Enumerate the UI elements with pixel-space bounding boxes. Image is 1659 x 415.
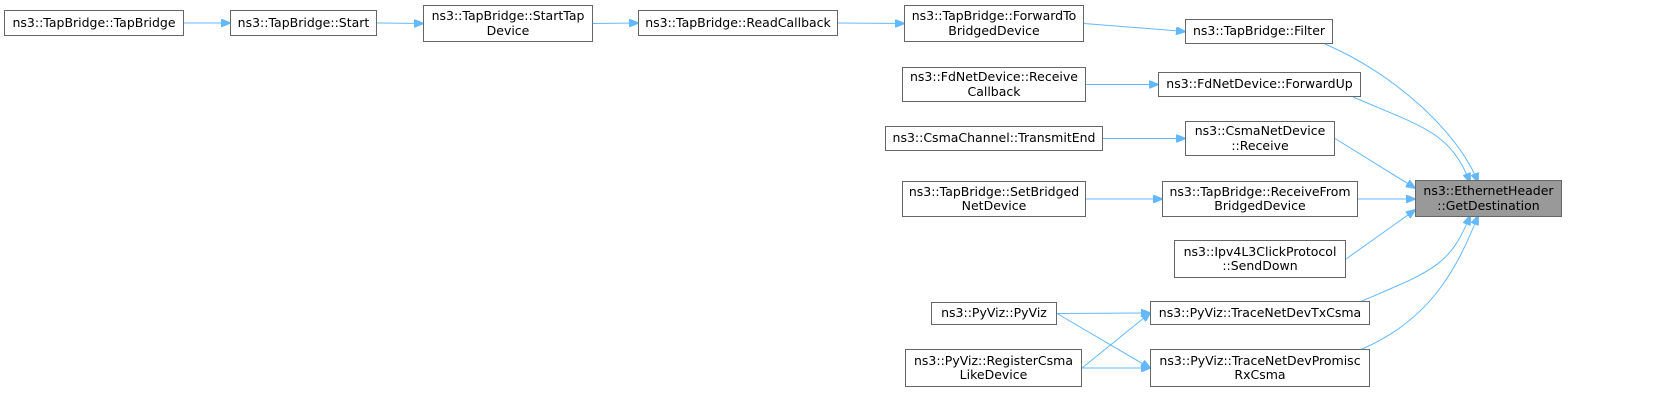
edge-pyviz-tracenetdevpromiscrxcsma-to-ethernetheader-getdestination xyxy=(1361,216,1478,350)
node-tapbridge-forwardtobridgeddevice[interactable]: ns3::TapBridge::ForwardTo BridgedDevice xyxy=(904,5,1084,42)
edge-tapbridge-readcallback-to-tapbridge-forwardtobridgeddevice xyxy=(837,23,904,24)
edge-pyviz-registercsmalikedevice-to-pyviz-tracenetdevtxcsma xyxy=(1081,313,1150,369)
node-csmanetdevice-receive[interactable]: ns3::CsmaNetDevice ::Receive xyxy=(1185,121,1335,156)
edge-pyviz-ctor-to-pyviz-tracenetdevtxcsma xyxy=(1056,313,1150,314)
node-label: ns3::TapBridge::ReceiveFrom BridgedDevic… xyxy=(1169,183,1351,213)
edge-fdnetdevice-forwardup-to-ethernetheader-getdestination xyxy=(1352,96,1470,182)
node-tapbridge-setbridgednetdevice[interactable]: ns3::TapBridge::SetBridged NetDevice xyxy=(902,181,1086,217)
node-label: ns3::TapBridge::ForwardTo BridgedDevice xyxy=(911,8,1077,38)
node-label: ns3::PyViz::TraceNetDevPromisc RxCsma xyxy=(1159,352,1361,382)
edge-csmanetdevice-receive-to-ethernetheader-getdestination xyxy=(1334,138,1415,189)
node-label: ns3::TapBridge::TapBridge xyxy=(12,14,176,30)
edge-tapbridge-forwardtobridgeddevice-to-tapbridge-filter xyxy=(1083,23,1185,32)
node-fdnetdevice-receivecallback[interactable]: ns3::FdNetDevice::Receive Callback xyxy=(902,67,1086,102)
node-tapbridge-filter[interactable]: ns3::TapBridge::Filter xyxy=(1185,19,1333,44)
node-pyviz-tracenetdevpromiscrxcsma[interactable]: ns3::PyViz::TraceNetDevPromisc RxCsma xyxy=(1150,349,1370,387)
node-pyviz-registercsmalikedevice[interactable]: ns3::PyViz::RegisterCsma LikeDevice xyxy=(905,349,1082,387)
node-tapbridge-ctor[interactable]: ns3::TapBridge::TapBridge xyxy=(4,10,184,36)
edge-ipv4l3clickprotocol-senddown-to-ethernetheader-getdestination xyxy=(1345,210,1415,260)
node-label: ns3::Ipv4L3ClickProtocol ::SendDown xyxy=(1183,243,1337,273)
node-label: ns3::FdNetDevice::ForwardUp xyxy=(1166,76,1353,92)
node-tapbridge-start[interactable]: ns3::TapBridge::Start xyxy=(230,10,377,36)
edge-pyviz-ctor-to-pyviz-tracenetdevpromiscrxcsma xyxy=(1056,313,1150,369)
node-label: ns3::CsmaChannel::TransmitEnd xyxy=(892,130,1096,146)
node-fdnetdevice-forwardup[interactable]: ns3::FdNetDevice::ForwardUp xyxy=(1158,72,1361,97)
edge-pyviz-tracenetdevtxcsma-to-ethernetheader-getdestination xyxy=(1361,216,1470,302)
node-tapbridge-readcallback[interactable]: ns3::TapBridge::ReadCallback xyxy=(638,10,838,36)
node-csmachannel-transmitend[interactable]: ns3::CsmaChannel::TransmitEnd xyxy=(885,126,1103,151)
node-label: ns3::EthernetHeader ::GetDestination xyxy=(1423,183,1554,213)
node-label: ns3::FdNetDevice::Receive Callback xyxy=(910,69,1078,99)
node-label: ns3::TapBridge::Start xyxy=(237,14,370,30)
node-tapbridge-starttapdevice[interactable]: ns3::TapBridge::StartTap Device xyxy=(423,5,593,42)
edge-tapbridge-start-to-tapbridge-starttapdevice xyxy=(376,23,423,24)
node-tapbridge-receivefrombridgeddevice[interactable]: ns3::TapBridge::ReceiveFrom BridgedDevic… xyxy=(1162,181,1358,217)
edge-tapbridge-filter-to-ethernetheader-getdestination xyxy=(1324,43,1478,182)
node-label: ns3::TapBridge::Filter xyxy=(1192,23,1326,39)
node-label: ns3::PyViz::TraceNetDevTxCsma xyxy=(1158,304,1362,320)
node-label: ns3::PyViz::RegisterCsma LikeDevice xyxy=(913,352,1074,382)
node-label: ns3::TapBridge::SetBridged NetDevice xyxy=(908,183,1080,213)
edge-tapbridge-starttapdevice-to-tapbridge-readcallback xyxy=(592,23,638,24)
node-pyviz-tracenetdevtxcsma[interactable]: ns3::PyViz::TraceNetDevTxCsma xyxy=(1150,301,1370,325)
node-label: ns3::TapBridge::ReadCallback xyxy=(645,14,831,30)
node-label: ns3::TapBridge::StartTap Device xyxy=(431,8,585,38)
node-label: ns3::PyViz::PyViz xyxy=(941,305,1047,321)
node-ethernetheader-getdestination[interactable]: ns3::EthernetHeader ::GetDestination xyxy=(1415,180,1562,217)
node-ipv4l3clickprotocol-senddown[interactable]: ns3::Ipv4L3ClickProtocol ::SendDown xyxy=(1174,240,1346,278)
node-label: ns3::CsmaNetDevice ::Receive xyxy=(1194,123,1326,153)
node-pyviz-ctor[interactable]: ns3::PyViz::PyViz xyxy=(931,302,1057,325)
